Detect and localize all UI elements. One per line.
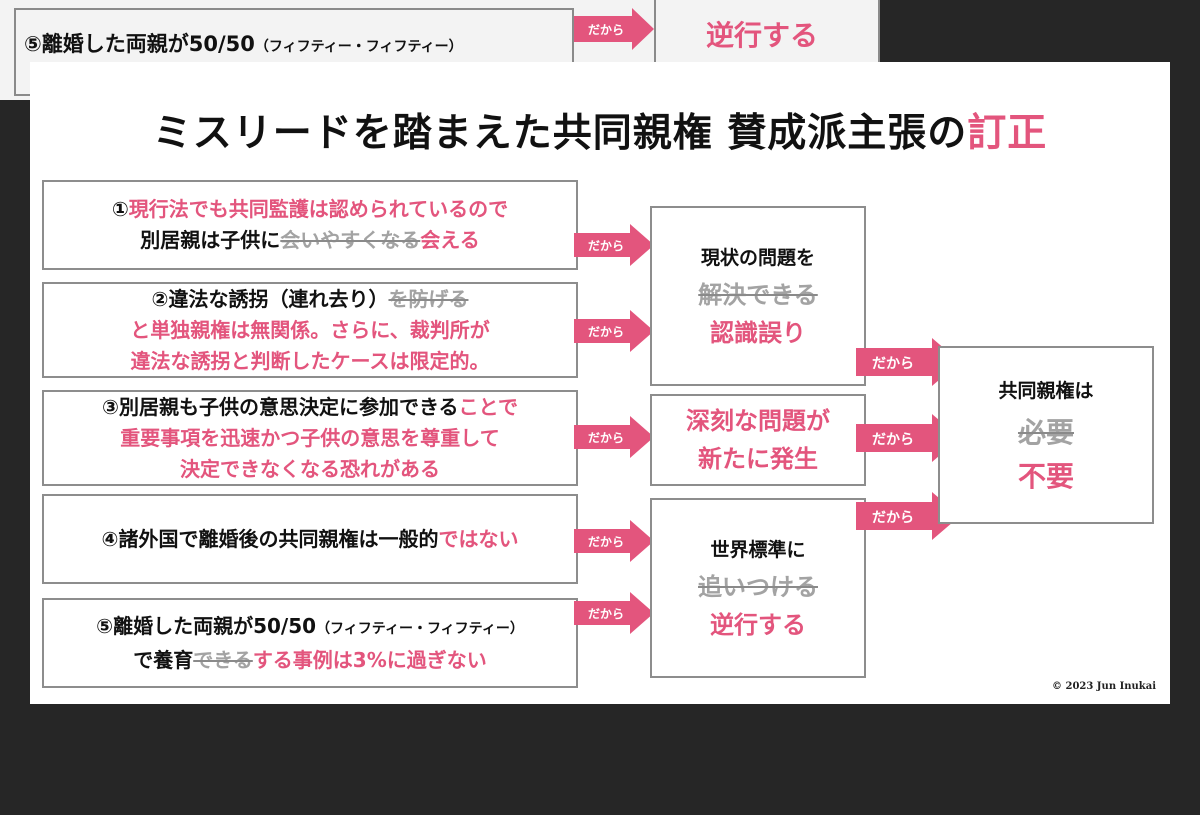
background-arrow: だから [574,8,654,50]
claim-box-2: ②違法な誘拐（連れ去り）を防げる と単独親権は無関係。さらに、裁判所が 違法な誘… [42,282,578,378]
conclusion-box: 共同親権は 必要 不要 [938,346,1154,524]
result-box-1: 現状の問題を 解決できる 認識誤り [650,206,866,386]
arrow-8: だから [856,492,960,540]
arrow-6: だから [856,338,960,386]
result-box-2: 深刻な問題が 新たに発生 [650,394,866,486]
arrow-4: だから [574,520,654,562]
arrow-5: だから [574,592,654,634]
result-box-3: 世界標準に 追いつける 逆行する [650,498,866,678]
arrow-3: だから [574,416,654,458]
claim-box-4: ④諸外国で離婚後の共同親権は一般的ではない [42,494,578,584]
copyright-text: © 2023 Jun Inukai [1052,681,1156,692]
main-slide: ミスリードを踏まえた共同親権 賛成派主張の訂正 ①現行法でも共同監護は認められて… [30,62,1170,704]
claim-box-3: ③別居親も子供の意思決定に参加できることで 重要事項を迅速かつ子供の意思を尊重し… [42,390,578,486]
claim-box-5: ⑤離婚した両親が50/50（フィフティー・フィフティー） で養育できるする事例は… [42,598,578,688]
arrow-1: だから [574,224,654,266]
background-item-text: ⑤離婚した両親が50/50（フィフティー・フィフティー） [24,32,463,56]
arrow-2: だから [574,310,654,352]
arrow-7: だから [856,414,960,462]
slide-title: ミスリードを踏まえた共同親権 賛成派主張の訂正 [152,111,1048,156]
background-right-box: 逆行する [654,0,880,64]
claim-box-1: ①現行法でも共同監護は認められているので 別居親は子供に会いやすくなる会える [42,180,578,270]
title-accent: 訂正 [967,111,1048,156]
